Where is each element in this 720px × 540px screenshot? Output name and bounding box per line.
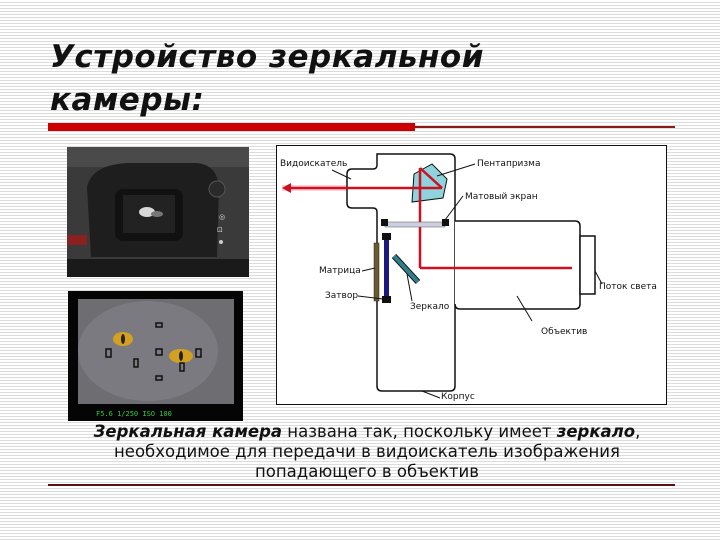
title-underline [415,126,675,128]
label-focus-screen: Матовый экран [465,192,538,202]
slide-title: Устройство зеркальной камеры: [50,36,610,122]
caption-text-1: названа так, поскольку имеет [282,422,557,441]
svg-text:◎: ◎ [219,213,225,221]
label-shutter: Затвор [325,291,358,301]
label-pentaprism: Пентапризма [477,159,540,169]
camera-diagram: Видоискатель Пентапризма Матовый экран М… [276,145,667,405]
caption-bold-term-2: зеркало [556,422,636,441]
title-line-2: камеры: [50,82,205,118]
caption-text: Зеркальная камера названа так, поскольку… [52,422,682,482]
label-sensor: Матрица [319,266,361,276]
title-line-1: Устройство зеркальной [50,39,484,75]
bottom-rule [48,484,675,486]
eyepiece-photo: ◎ ⊡ [67,147,249,277]
caption-line-3: попадающего в объектив [255,462,479,481]
label-lens: Объектив [541,327,587,337]
caption-line-1: Зеркальная камера названа так, поскольку… [52,422,682,442]
caption-line-2: необходимое для передачи в видоискатель … [114,442,620,461]
viewfinder-photo: F5.6 1/250 ISO 100 [68,291,243,421]
viewfinder-status-text: F5.6 1/250 ISO 100 [96,410,172,418]
caption-text-2: , [635,422,641,441]
label-mirror: Зеркало [410,302,450,312]
label-body: Корпус [441,392,475,402]
caption-bold-term-1: Зеркальная камера [93,422,283,441]
svg-text:⊡: ⊡ [217,226,223,234]
label-viewfinder: Видоискатель [280,159,347,169]
label-light-flow: Поток света [599,282,657,292]
title-accent-bar [48,123,415,131]
